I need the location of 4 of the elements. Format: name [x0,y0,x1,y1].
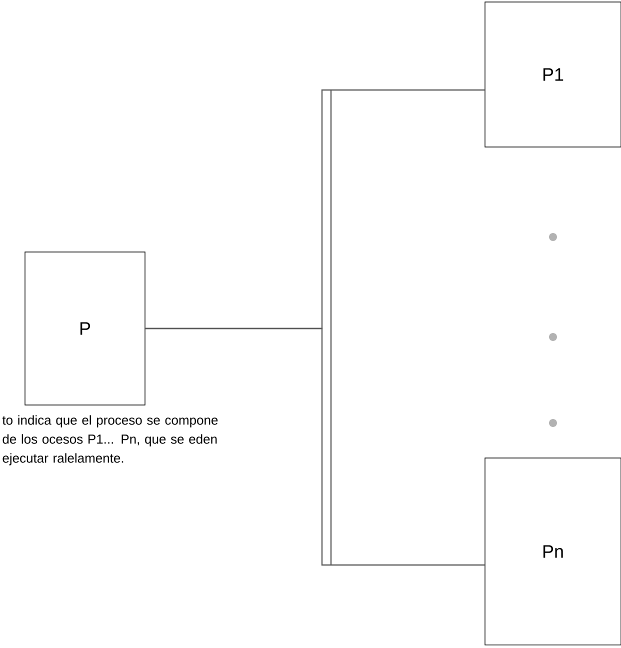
connector-line [145,328,485,566]
process-box: Pn [484,458,621,646]
process-box: P [24,252,146,406]
process-box: P1 [484,2,621,148]
